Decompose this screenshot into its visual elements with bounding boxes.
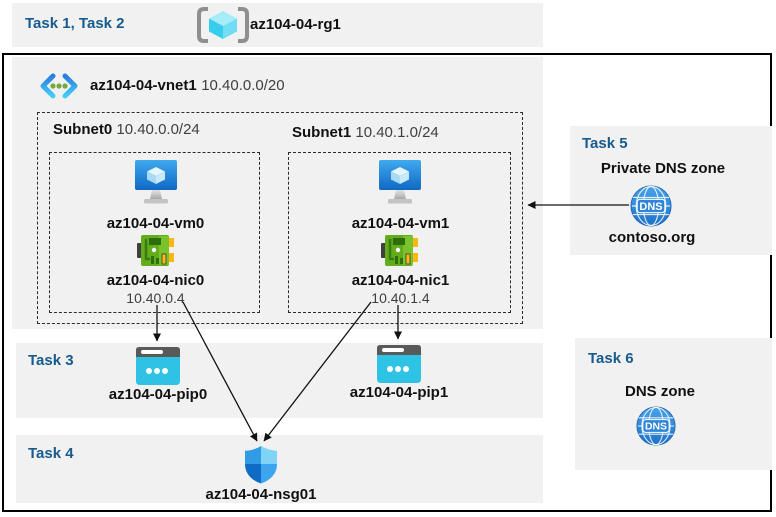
vnet-header: az104-04-vnet1 10.40.0.0/20 (90, 77, 285, 95)
vm1-icon (379, 160, 421, 204)
nic0-label: az104-04-nic0 (106, 272, 205, 289)
subnet1-name: Subnet1 (292, 124, 352, 141)
pip1-label: az104-04-pip1 (349, 384, 449, 401)
task-5-box: Task 5 Private DNS zone DNS contoso.org (570, 126, 772, 255)
private-dns-zone-name: contoso.org (608, 229, 696, 246)
private-dns-globe-icon: DNS (630, 185, 672, 227)
resource-group-name: az104-04-rg1 (250, 16, 341, 33)
task-3-band: Task 3 az104-04-pip0 az104-04-pip1 (16, 343, 543, 418)
nsg-shield-icon (245, 446, 277, 484)
nic1-label: az104-04-nic1 (351, 272, 450, 289)
task-5-label: Task 5 (582, 135, 628, 152)
task-4-label: Task 4 (28, 445, 74, 462)
dns-zone-globe-icon: DNS (636, 406, 676, 446)
pip1-icon (377, 345, 421, 383)
vm1-label: az104-04-vm1 (351, 215, 450, 232)
task-1-2-band: Task 1, Task 2 az104-04-rg1 (12, 3, 543, 47)
pip0-icon (136, 347, 180, 385)
nic0-icon (137, 235, 174, 266)
subnet0-label: Subnet0 10.40.0.0/24 (53, 121, 200, 138)
nic0-ip: 10.40.0.4 (126, 290, 185, 306)
vnet-panel: az104-04-vnet1 10.40.0.0/20 Subnet0 10.4… (12, 57, 543, 329)
subnet1-label: Subnet1 10.40.1.0/24 (292, 124, 439, 141)
resource-group-icon (197, 7, 249, 43)
nsg-label: az104-04-nsg01 (205, 486, 317, 503)
private-dns-icon-text: DNS (639, 201, 662, 213)
dns-zone-title: DNS zone (624, 383, 695, 400)
diagram-frame (2, 53, 772, 512)
nic1-icon (381, 235, 418, 266)
pip0-label: az104-04-pip0 (108, 386, 208, 403)
private-dns-zone-title: Private DNS zone (600, 160, 726, 177)
subnet0-cidr: 10.40.0.0/24 (116, 121, 200, 138)
task-3-label: Task 3 (28, 352, 74, 369)
task-6-box: Task 6 DNS zone DNS (575, 338, 772, 470)
vm0-label: az104-04-vm0 (106, 215, 205, 232)
subnet1-box: az104-04-vm1 az104-04-nic1 10.40.1.4 (288, 152, 511, 313)
subnet0-name: Subnet0 (53, 121, 113, 138)
task-6-label: Task 6 (588, 350, 634, 367)
task-1-2-label: Task 1, Task 2 (25, 15, 125, 32)
nic1-ip: 10.40.1.4 (371, 290, 430, 306)
virtual-network-icon (40, 73, 78, 99)
dns-zone-icon-text: DNS (645, 422, 667, 433)
vnet-name: az104-04-vnet1 (90, 77, 197, 94)
vnet-cidr: 10.40.0.0/20 (201, 77, 285, 94)
task-4-band: Task 4 az104-04-nsg01 (16, 435, 543, 503)
subnet0-box: az104-04-vm0 az104-04-nic0 10.40.0.4 (49, 152, 260, 313)
subnet1-cidr: 10.40.1.0/24 (355, 124, 439, 141)
vm0-icon (135, 160, 177, 204)
